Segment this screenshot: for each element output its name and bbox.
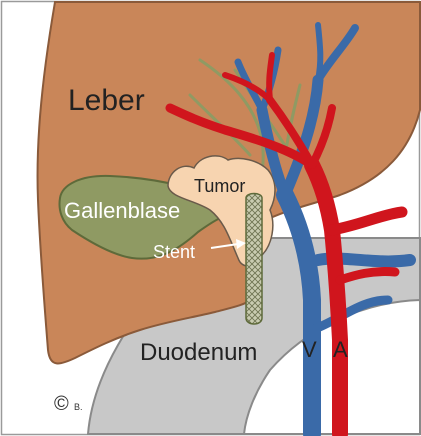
liver-label: Leber (68, 84, 145, 117)
stent-label: Stent (153, 242, 195, 262)
duodenum-label: Duodenum (140, 339, 257, 366)
artery-label: A (333, 337, 348, 362)
vein-label: V (302, 337, 317, 362)
tumor-label: Tumor (194, 176, 245, 196)
gallbladder-label: Gallenblase (64, 198, 180, 223)
copyright-initial: B. (74, 402, 83, 412)
copyright-symbol: © (54, 393, 69, 415)
stent-shape (246, 194, 262, 325)
